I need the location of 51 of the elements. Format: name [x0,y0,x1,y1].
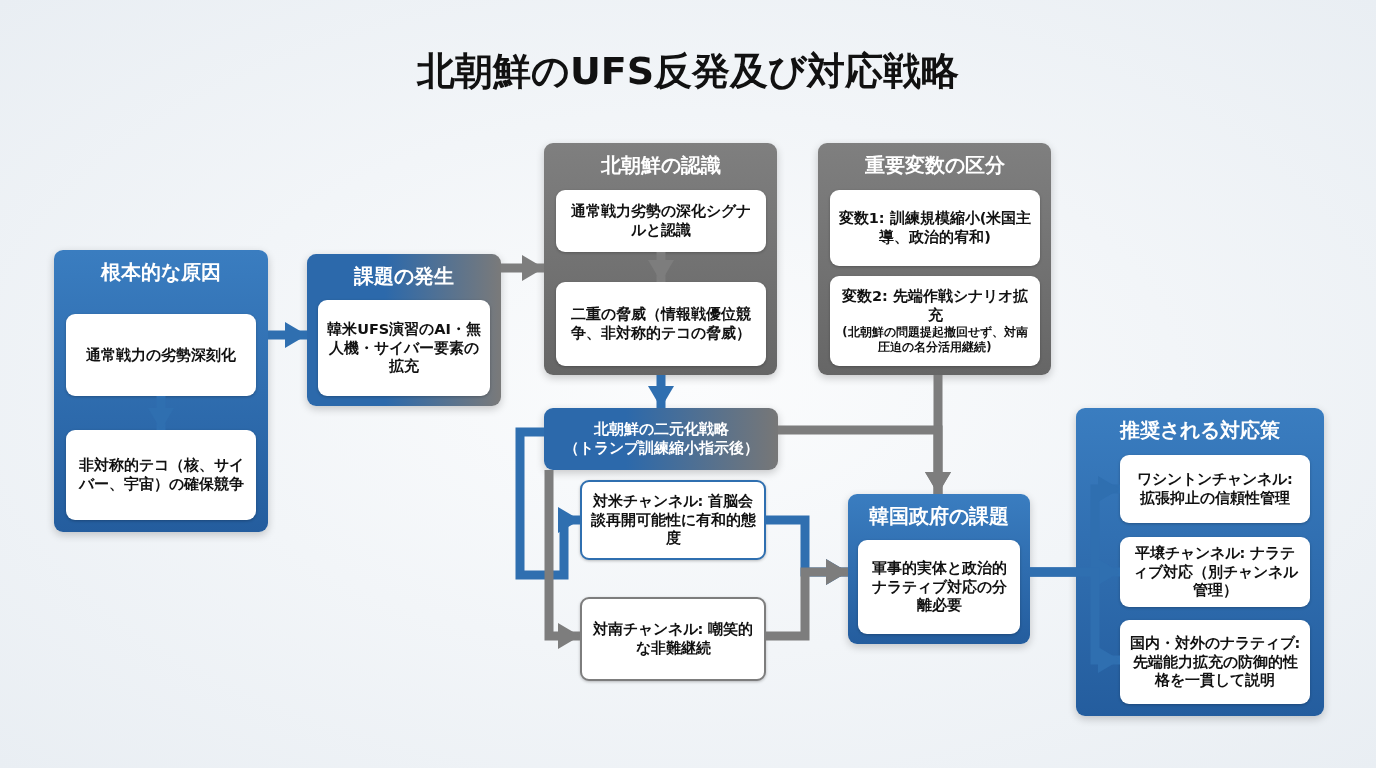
note-text: (北朝鮮の問題提起撤回せず、対南圧迫の名分活用継続) [841,324,1029,355]
card-text: 通常戦力劣勢の深化シグナルと認識 [570,202,752,240]
info-card [66,430,256,520]
diagram-title: 北朝鮮のUFS反発及び対応戦略 [415,48,961,95]
arrow [515,427,580,580]
card-text: 二重の脅威（情報戦優位競争、非対称的テコの脅威） [570,305,752,343]
info-card [830,190,1040,266]
group-panel [1076,408,1324,716]
card-text: 対南チャンネル: 嘲笑的な非難継続 [591,620,755,658]
info-card [556,190,766,252]
arrow [501,255,544,281]
info-card [1120,620,1310,704]
arrow [648,252,674,282]
info-card [1120,455,1310,523]
arrow [268,322,307,348]
card-text: 平壌チャンネル: ナラティブ対応（別チャンネル管理） [1131,543,1299,601]
group-panel [848,494,1030,644]
card-text: 通常戦力の劣勢深刻化 [86,345,236,365]
panel-heading: 課題の発生 [354,264,454,288]
card-text: 非対称的テコ（核、サイバー、宇宙）の確保競争 [77,456,245,494]
info-card [830,276,1040,366]
panel-heading: 韓国政府の課題 [869,504,1009,528]
panel-heading: 推奨される対応策 [1120,418,1280,442]
panel-heading: 根本的な原因 [101,260,221,284]
group-panel [54,250,268,532]
card-text: 国内・対外のナラティブ: 先端能力拡充の防御的性格を一貫して説明 [1128,633,1302,691]
arrow [778,425,951,494]
info-card [580,597,766,681]
panel-heading: 重要変数の区分 [864,153,1005,177]
group-panel [818,143,1051,375]
card-text: 対米チャンネル: 首脳会談再開可能性に有和的態度 [590,491,756,549]
panel-heading: 北朝鮮の認識 [600,153,721,177]
arrow [648,375,674,408]
group-panel [307,254,501,406]
group-panel [544,143,777,375]
card-text: 北朝鮮の二元化戦略 [593,420,729,439]
info-card [556,282,766,366]
card-text: 変数1: 訓練規模縮小(米国主導、政治的宥和) [838,209,1032,247]
info-card [318,300,490,396]
card-text: 軍事的実体と政治的ナラティブ対応の分離必要 [870,558,1008,616]
info-card [580,480,766,560]
arrow [1030,567,1120,673]
arrow [544,470,580,649]
card-text: 韓米UFS演習のAI・無人機・サイバー要素の拡充 [326,319,482,377]
info-card [66,314,256,396]
card-text: 変数2: 先端作戦シナリオ拡充 [841,287,1029,325]
info-card [858,540,1020,634]
note-text: （トランプ訓練縮小指示後） [563,439,759,458]
strategy-banner [544,408,778,470]
info-card [1120,537,1310,607]
card-text: ワシントンチャンネル: 拡張抑止の信頼性管理 [1136,470,1294,508]
